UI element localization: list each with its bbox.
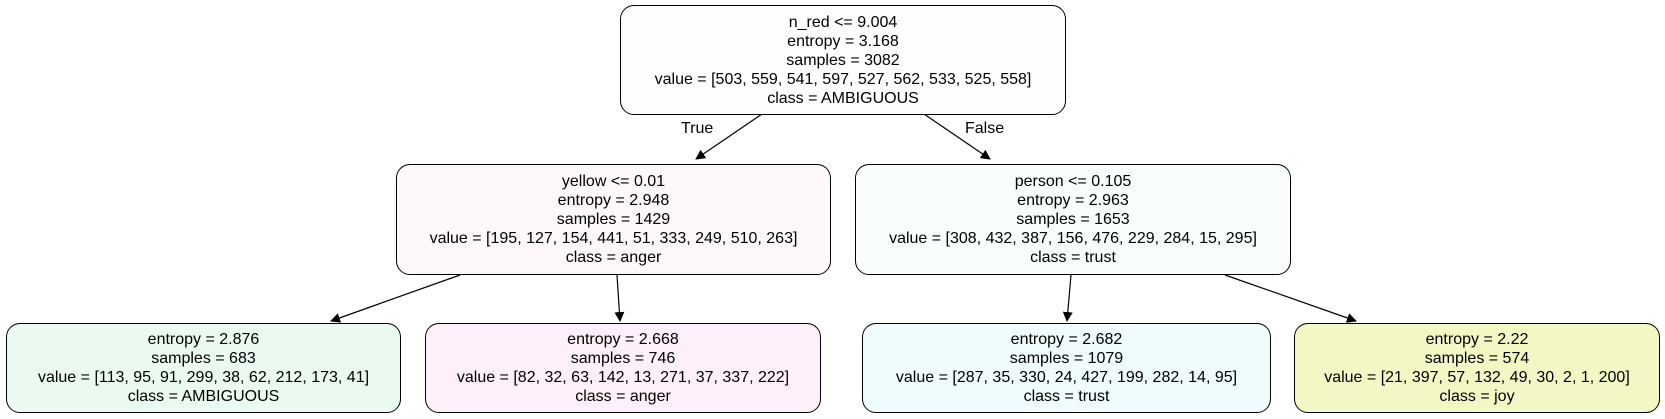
- node-split: yellow <= 0.01: [561, 173, 666, 190]
- node-entropy: entropy = 2.948: [557, 192, 670, 209]
- node-value: value = [21, 397, 57, 132, 49, 30, 2, 1,…: [1324, 369, 1630, 386]
- edge-root-right: [923, 113, 991, 160]
- tree-node-root: n_red <= 9.004 entropy = 3.168 samples =…: [620, 5, 1066, 115]
- node-class: class = joy: [1439, 388, 1515, 405]
- node-samples: samples = 683: [151, 350, 256, 367]
- node-samples: samples = 574: [1424, 350, 1530, 367]
- tree-leaf-1: entropy = 2.876 samples = 683 value = [1…: [6, 323, 401, 413]
- node-samples: samples = 1653: [1016, 211, 1130, 228]
- node-entropy: entropy = 2.963: [1017, 192, 1129, 209]
- node-split: n_red <= 9.004: [788, 13, 898, 31]
- tree-node-right: person <= 0.105 entropy = 2.963 samples …: [855, 164, 1291, 275]
- node-class: class = anger: [565, 249, 662, 266]
- node-class: class = trust: [1023, 388, 1110, 405]
- tree-leaf-4: entropy = 2.22 samples = 574 value = [21…: [1294, 323, 1660, 413]
- node-samples: samples = 1079: [1009, 350, 1124, 367]
- node-value: value = [82, 32, 63, 142, 13, 271, 37, 3…: [456, 369, 790, 386]
- node-entropy: entropy = 2.682: [1010, 331, 1123, 348]
- node-value: value = [287, 35, 330, 24, 427, 199, 282…: [895, 369, 1238, 386]
- node-samples: samples = 1429: [556, 211, 671, 228]
- node-value: value = [195, 127, 154, 441, 51, 333, 24…: [429, 230, 798, 247]
- node-class: class = AMBIGUOUS: [127, 388, 280, 405]
- edge-right-leaf4: [1224, 274, 1357, 323]
- node-class: class = trust: [1030, 249, 1116, 266]
- node-value: value = [503, 559, 541, 597, 527, 562, 5…: [654, 70, 1032, 88]
- node-entropy: entropy = 2.876: [147, 331, 260, 348]
- tree-leaf-3: entropy = 2.682 samples = 1079 value = […: [862, 323, 1271, 413]
- edge-root-left: [695, 113, 763, 160]
- edge-label-false: False: [965, 120, 1005, 137]
- edge-left-leaf1: [330, 274, 461, 323]
- tree-leaf-2: entropy = 2.668 samples = 746 value = [8…: [425, 323, 821, 413]
- edge-left-leaf2: [614, 274, 625, 322]
- edge-label-true: True: [681, 120, 714, 137]
- node-samples: samples = 3082: [786, 51, 900, 69]
- node-value: value = [308, 432, 387, 156, 476, 229, 2…: [889, 230, 1257, 247]
- node-entropy: entropy = 2.22: [1425, 331, 1529, 348]
- node-class: class = anger: [575, 388, 671, 405]
- node-samples: samples = 746: [570, 350, 676, 367]
- node-class: class = AMBIGUOUS: [767, 89, 919, 107]
- node-entropy: entropy = 2.668: [567, 331, 679, 348]
- node-entropy: entropy = 3.168: [787, 32, 899, 50]
- node-split: person <= 0.105: [1014, 173, 1132, 190]
- tree-node-left: yellow <= 0.01 entropy = 2.948 samples =…: [396, 164, 831, 275]
- edge-right-leaf3: [1062, 274, 1073, 322]
- node-value: value = [113, 95, 91, 299, 38, 62, 212, …: [37, 369, 370, 386]
